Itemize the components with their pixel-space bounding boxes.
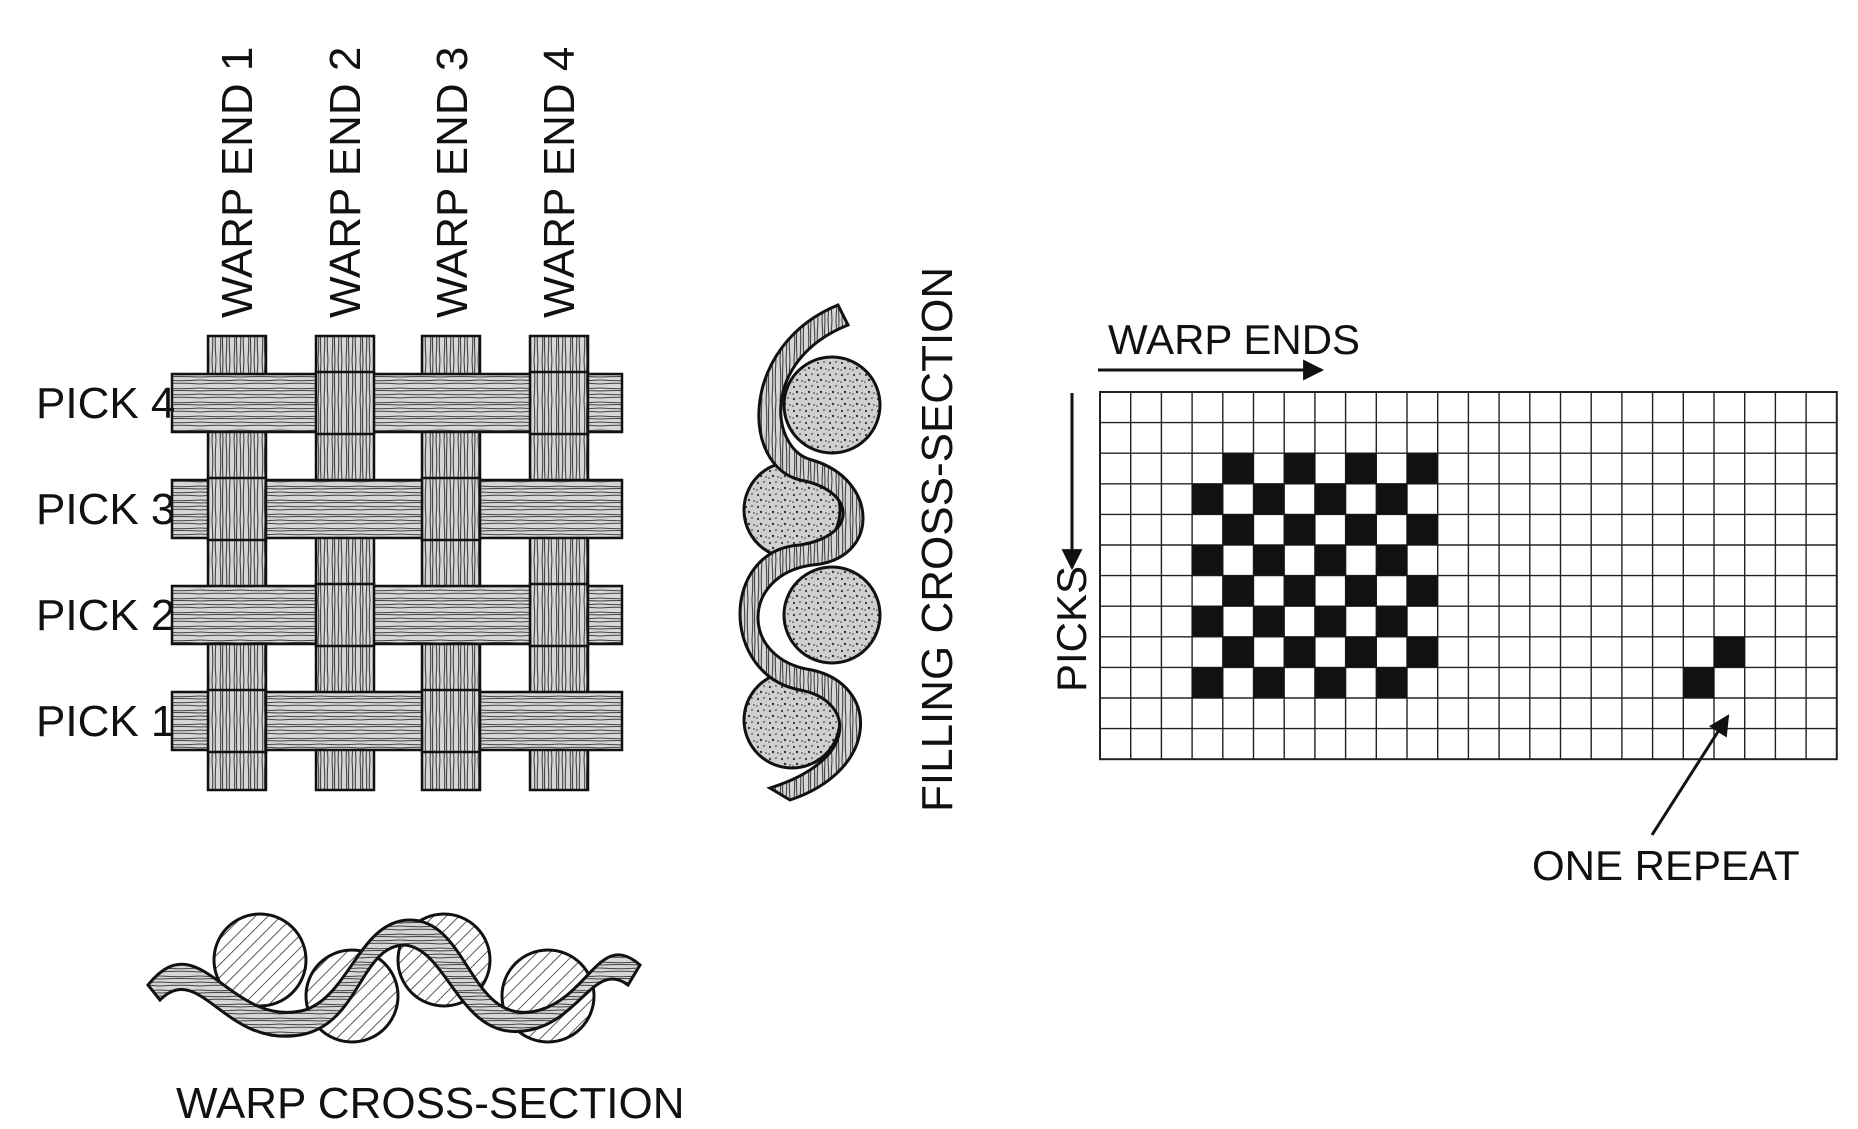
- warp-over-pick-segment: [420, 476, 482, 542]
- filled-cell: [1376, 545, 1407, 576]
- filled-cell: [1407, 514, 1438, 545]
- warp-over-pick-segment: [206, 476, 268, 542]
- warp-over-pick-segment: [528, 370, 590, 436]
- filled-cell: [1376, 667, 1407, 698]
- picks-label: PICKS: [1048, 566, 1095, 692]
- filled-cell: [1253, 483, 1285, 515]
- filling-cross-section-illustration: [738, 303, 882, 802]
- filled-cell: [1284, 514, 1315, 545]
- filled-cell: [1222, 636, 1254, 668]
- filled-cell: [1345, 575, 1377, 607]
- filling-warp-yarn-wave: [738, 303, 865, 802]
- filled-cell: [1407, 575, 1438, 607]
- filled-cell: [1314, 606, 1346, 637]
- pick-label-2: PICK 2: [36, 591, 175, 640]
- filled-cell: [1376, 606, 1407, 637]
- filled-cell: [1345, 636, 1377, 668]
- filled-cell: [1345, 514, 1377, 545]
- warp-over-pick-segment: [314, 370, 376, 436]
- filled-cell: [1192, 545, 1223, 576]
- warp-over-pick-segment: [206, 688, 268, 754]
- filled-cell: [1314, 545, 1346, 576]
- pick-label-3: PICK 3: [36, 485, 175, 534]
- filled-cell: [1253, 606, 1285, 637]
- warp-cross-section-label: WARP CROSS-SECTION: [176, 1079, 685, 1124]
- filled-cell: [1407, 453, 1438, 484]
- warp-end-label-2: WARP END 2: [321, 47, 370, 318]
- filling-cross-section-label: FILLING CROSS-SECTION: [913, 267, 962, 812]
- warp-over-pick-segment: [314, 582, 376, 648]
- filled-cell: [1253, 667, 1285, 698]
- filled-cell: [1314, 667, 1346, 698]
- warp-over-pick-segment: [528, 582, 590, 648]
- warp-ends-label: WARP ENDS: [1108, 316, 1360, 363]
- filled-cell: [1314, 483, 1346, 515]
- filled-cell: [1253, 545, 1285, 576]
- filling-yarn-circle-1: [782, 355, 882, 455]
- filled-cell: [1222, 575, 1254, 607]
- filled-cell: [1284, 453, 1315, 484]
- warp-cross-section-illustration: [146, 912, 642, 1044]
- one-repeat-arrow: [1650, 714, 1730, 836]
- filled-cell: [1376, 483, 1407, 515]
- pick-label-1: PICK 1: [36, 697, 175, 746]
- point-paper-filled-cells: [1192, 453, 1745, 698]
- filling-yarn-circle-3: [782, 565, 882, 665]
- warp-filling-yarn-wave: [146, 918, 642, 1038]
- filled-cell: [1345, 453, 1377, 484]
- filled-cell: [1407, 636, 1438, 668]
- filled-cell: [1192, 483, 1223, 515]
- filled-cell: [1222, 514, 1254, 545]
- filled-cell: [1284, 575, 1315, 607]
- filled-cell: [1222, 453, 1254, 484]
- pick-label-4: PICK 4: [36, 379, 175, 428]
- warp-end-label-1: WARP END 1: [213, 47, 262, 318]
- one-repeat-label: ONE REPEAT: [1532, 842, 1800, 889]
- filled-cell: [1192, 667, 1223, 698]
- repeat-filled-cell: [1683, 667, 1714, 698]
- warp-end-label-4: WARP END 4: [535, 47, 584, 318]
- filled-cell: [1192, 606, 1223, 637]
- repeat-filled-cell: [1714, 636, 1745, 668]
- woven-fabric-illustration: [170, 334, 624, 792]
- warp-end-label-3: WARP END 3: [428, 47, 477, 318]
- warp-over-pick-segment: [420, 688, 482, 754]
- filled-cell: [1284, 636, 1315, 668]
